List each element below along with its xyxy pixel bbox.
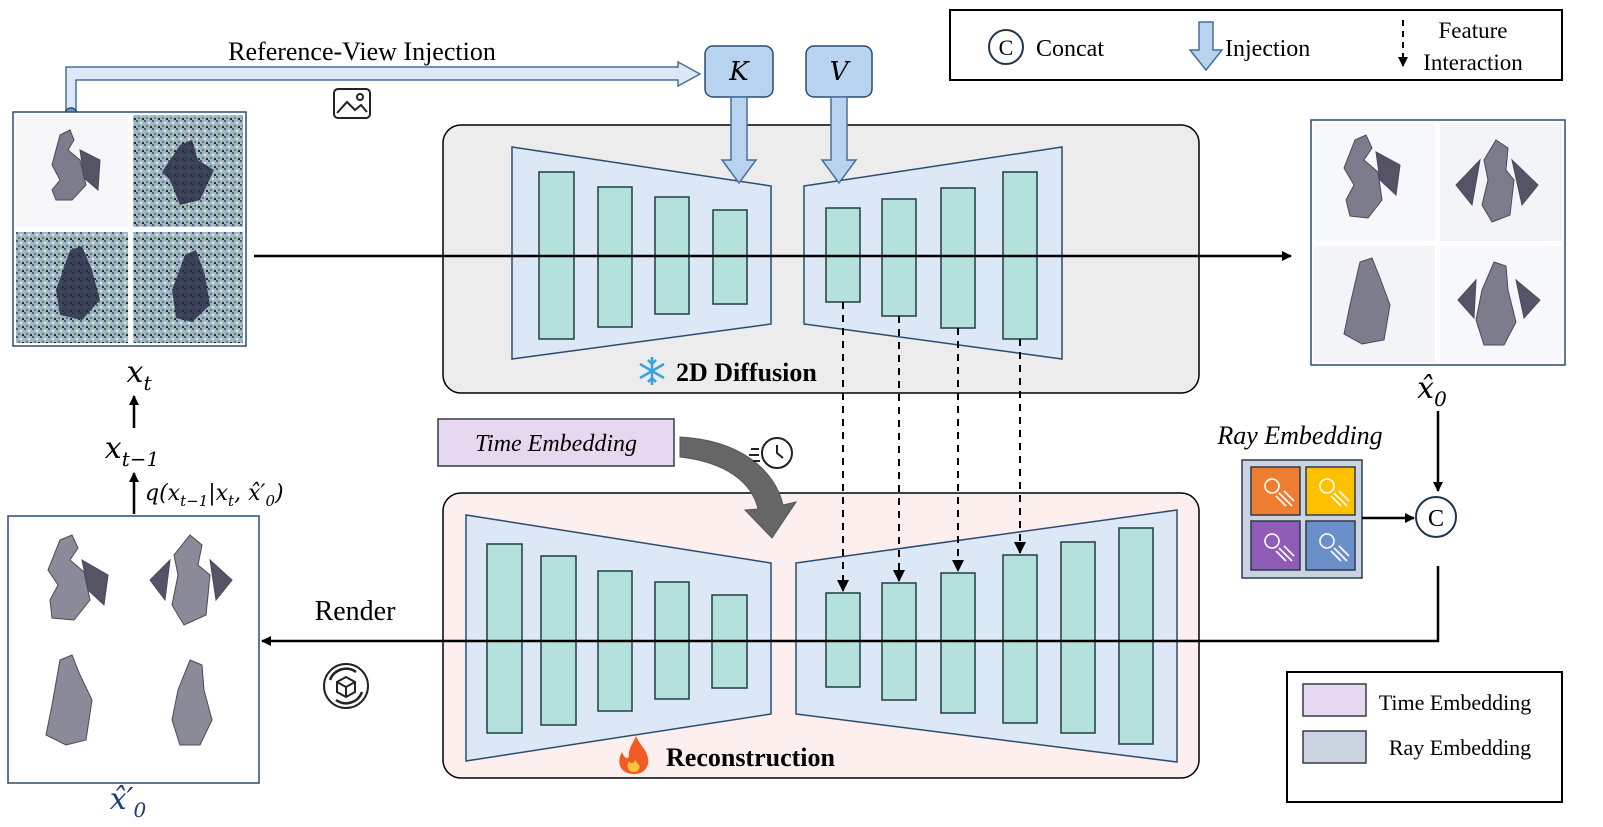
- render-label: Render: [315, 596, 397, 627]
- ray-cell-blue: [1305, 520, 1356, 571]
- k-injection-arrow: [720, 96, 758, 185]
- k-label: K: [728, 57, 750, 87]
- recon-dec-block-3: [940, 572, 976, 714]
- render-cycle-icon: [323, 663, 369, 709]
- feature-legend-line1: Feature: [1439, 18, 1508, 43]
- recon-dec-block-6: [1118, 527, 1154, 745]
- ray-embedding-swatch: [1302, 730, 1367, 764]
- xt-label: xt: [127, 355, 153, 395]
- time-embedding-arrow: [679, 436, 798, 539]
- ray-embedding-grid: [1241, 459, 1363, 579]
- reconstruction-title: Reconstruction: [666, 743, 836, 772]
- ray-cell-purple: [1250, 520, 1301, 571]
- diffusion-title: 2D Diffusion: [676, 358, 817, 387]
- v-injection-arrow: [820, 96, 858, 185]
- clock-icon: [749, 437, 793, 469]
- dragon-icon: [51, 129, 101, 201]
- xt-minus-label: xt−1: [105, 431, 159, 471]
- recon-dec-block-5: [1060, 541, 1096, 734]
- q-posterior-label: q(xt−1|xt, x̂′0): [145, 481, 284, 510]
- legend-bottom: Time Embedding Ray Embedding: [1286, 671, 1563, 803]
- legend-ray-label: Ray Embedding: [1389, 735, 1531, 760]
- legend-top: C Concat Injection Feature Interaction: [949, 9, 1563, 81]
- feature-interaction-arrows: [837, 302, 1026, 592]
- recon-enc-block-1: [486, 543, 523, 734]
- concat-node: [1415, 496, 1457, 538]
- snowflake-icon: [639, 357, 665, 385]
- time-embedding-swatch: [1302, 683, 1367, 717]
- concat-legend-symbol: C: [999, 35, 1014, 60]
- sun-ray-icon: [1264, 478, 1350, 562]
- recon-dec-block-4: [1002, 554, 1038, 724]
- injection-legend-icon: [1188, 21, 1224, 72]
- x0-hat-label: x̂0: [1417, 371, 1447, 411]
- legend-time-label: Time Embedding: [1379, 690, 1532, 715]
- concat-node-symbol: C: [1428, 506, 1444, 532]
- time-embedding-label: Time Embedding: [475, 431, 637, 457]
- rendered-views-grid: [7, 515, 260, 784]
- diffusion-decoder: [803, 146, 1063, 360]
- flame-icon: [619, 736, 649, 774]
- diffusion-dec-block-2: [881, 198, 917, 317]
- ray-cell-orange: [1250, 466, 1301, 516]
- noisy-input-grid: [12, 111, 247, 347]
- concat-legend-label: Concat: [1036, 36, 1104, 62]
- v-label: V: [830, 57, 851, 87]
- reference-view-label: Reference-View Injection: [228, 37, 496, 66]
- output-views-grid: [1310, 119, 1566, 366]
- image-icon: [333, 88, 371, 119]
- feature-legend-line2: Interaction: [1423, 50, 1523, 75]
- concat-legend-icon: [988, 29, 1024, 65]
- diffusion-dec-block-3: [940, 187, 976, 329]
- ray-cell-yellow: [1305, 466, 1356, 516]
- recon-input-line: [1258, 566, 1440, 643]
- ray-embedding-title: Ray Embedding: [1216, 421, 1382, 450]
- time-embedding-box: [437, 418, 675, 467]
- injection-legend-label: Injection: [1225, 36, 1310, 62]
- reconstruction-encoder: [465, 514, 772, 762]
- x0-prime-label: x̂′0: [110, 782, 147, 822]
